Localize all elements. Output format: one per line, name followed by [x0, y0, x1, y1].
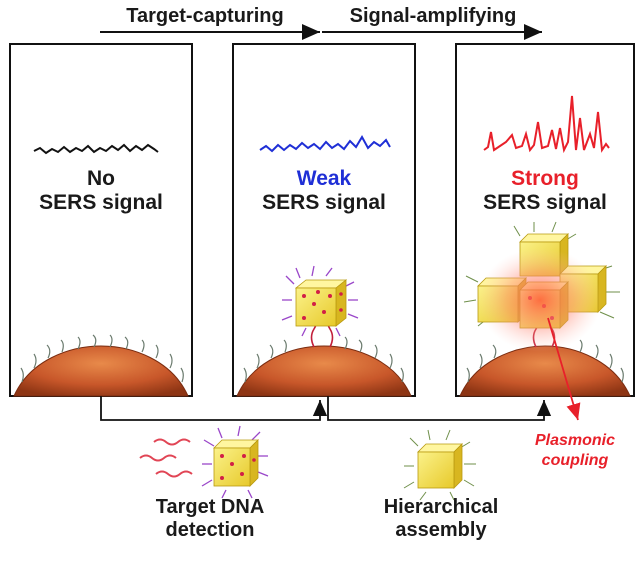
flow-connectors	[100, 396, 552, 421]
plasmonic-annotation-line1: Plasmonic	[534, 432, 616, 449]
strong-signal-spectrum	[483, 95, 610, 154]
panel-no-signal	[9, 43, 193, 397]
panel2-signal-status: Weak	[296, 167, 352, 190]
substrate-dome-3	[459, 314, 631, 397]
plasmonic-glow	[478, 248, 602, 352]
panel1-signal-status: No	[87, 167, 115, 190]
panel-weak-signal	[232, 43, 416, 397]
target-dna-label-line2: detection	[165, 519, 255, 541]
assembled-nanocubes	[463, 221, 620, 352]
plasmonic-pointer	[547, 317, 581, 421]
step-signal-amplifying-label: Signal-amplifying	[349, 5, 517, 27]
hierarchical-assembly-nanocube-icon	[403, 429, 476, 501]
no-signal-spectrum	[33, 143, 159, 155]
target-dna-label-line1: Target DNA	[155, 496, 265, 518]
plasmonic-annotation-line2: coupling	[541, 452, 609, 469]
panel3-signal-status: Strong	[511, 167, 579, 190]
hierarchical-label-line2: assembly	[395, 519, 487, 541]
panel1-signal-label: SERS signal	[39, 191, 163, 214]
weak-signal-spectrum	[259, 134, 391, 153]
substrate-dome-1	[13, 334, 189, 397]
target-dna-strands-icon	[139, 438, 193, 478]
substrate-dome-2	[236, 314, 412, 397]
panel3-signal-label: SERS signal	[483, 191, 607, 214]
panel2-signal-label: SERS signal	[262, 191, 386, 214]
hierarchical-label-line1: Hierarchical	[383, 496, 499, 518]
target-dna-nanocube-icon	[201, 425, 269, 499]
step-target-capturing-label: Target-capturing	[126, 5, 284, 27]
captured-nanocube	[281, 265, 359, 337]
